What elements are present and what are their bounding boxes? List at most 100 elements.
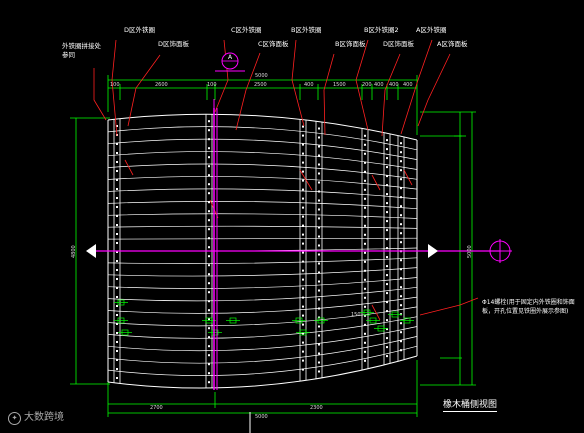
hoop-stud <box>116 251 118 253</box>
hoop-stud <box>400 223 402 226</box>
hoop-stud <box>302 278 304 281</box>
hoop-stud <box>386 220 388 223</box>
hoop-stud <box>116 278 118 280</box>
hoop-stud <box>400 187 402 190</box>
hoop-stud <box>400 322 402 325</box>
stave-line <box>107 257 418 264</box>
hoop-stud <box>116 215 118 217</box>
hoop-stud <box>386 274 388 277</box>
hoop-stud <box>302 197 304 200</box>
label-outer-ring-connector: 外铁圈拼接处 参同 <box>62 42 101 59</box>
iron-hoop-bands <box>113 114 405 388</box>
hoop-stud <box>364 269 366 272</box>
hoop-stud <box>386 202 388 205</box>
watermark: ✦大数跨境 <box>8 412 64 425</box>
hoop-stud <box>208 246 210 249</box>
hoop-stud <box>116 359 118 361</box>
hoop-stud <box>364 134 366 137</box>
stave-line <box>107 237 418 240</box>
hoop-stud <box>400 169 402 172</box>
watermark-text: 大数跨境 <box>24 412 64 423</box>
hoop-stud <box>364 206 366 209</box>
hoop-stud <box>302 188 304 191</box>
hoop-stud <box>364 341 366 344</box>
hoop-stud <box>386 319 388 322</box>
hoop-stud <box>302 224 304 227</box>
hoop-stud <box>116 287 118 289</box>
hoop-stud <box>208 318 210 321</box>
hoop-stud <box>364 224 366 227</box>
hoop-stud <box>208 192 210 195</box>
hoop-stud <box>400 259 402 262</box>
hoop-stud <box>364 188 366 191</box>
bottom-dimension-lines <box>107 360 418 417</box>
hoop-stud <box>318 226 320 229</box>
hoop-stud <box>318 163 320 166</box>
hoop-stud <box>400 349 402 352</box>
hoop-stud <box>116 179 118 181</box>
hoop-stud <box>116 314 118 316</box>
hoop-stud <box>208 219 210 222</box>
section-marker: A <box>215 52 245 72</box>
hoop-stud <box>318 217 320 220</box>
hoop-stud <box>318 307 320 310</box>
hoop-stud <box>116 341 118 343</box>
dim-bottom-left: 2700 <box>150 405 163 411</box>
hoop-stud <box>116 368 118 370</box>
hoop-stud <box>386 238 388 241</box>
hoop-stud <box>318 343 320 346</box>
hoop-stud <box>386 247 388 250</box>
watermark-logo-icon: ✦ <box>8 412 21 425</box>
hoop-stud <box>400 268 402 271</box>
hoop-stud <box>364 314 366 317</box>
hoop-stud <box>208 210 210 213</box>
hoop-stud <box>386 283 388 286</box>
hoop-stud <box>116 143 118 145</box>
hoop-stud <box>318 316 320 319</box>
axis-target-circle <box>488 239 512 263</box>
hoop-stud <box>318 244 320 247</box>
drawing-title: 橡木桶侧视图 <box>443 400 498 412</box>
hoop-stud <box>302 125 304 128</box>
hoop-stud <box>400 295 402 298</box>
hoop-stud <box>364 170 366 173</box>
hoop-stud <box>318 262 320 265</box>
hoop-stud <box>208 381 210 384</box>
hoop-stud <box>208 201 210 204</box>
dim-top-seg-5: 400 <box>304 82 314 88</box>
stave-line <box>107 188 418 200</box>
hoop-stud <box>364 323 366 326</box>
stave-line <box>107 286 418 302</box>
hoop-stud <box>318 370 320 373</box>
hoop-stud <box>116 224 118 226</box>
left-dimension-lines <box>70 117 110 385</box>
hoop-stud <box>302 143 304 146</box>
hoop-stud <box>116 296 118 298</box>
hoop-stud <box>302 368 304 371</box>
stave-line <box>107 225 418 229</box>
hoop-stud <box>302 161 304 164</box>
hoop-stud <box>400 286 402 289</box>
dim-bottom-total: 5000 <box>255 414 268 420</box>
hoop-stud <box>302 242 304 245</box>
hoop-stud <box>364 251 366 254</box>
stave-line <box>107 213 418 219</box>
hoop-stud <box>318 190 320 193</box>
hoop-stud <box>400 151 402 154</box>
hoop-stud <box>364 179 366 182</box>
hoop-stud <box>386 166 388 169</box>
hoop-stud <box>318 334 320 337</box>
stave-line <box>107 336 418 364</box>
hoop-stud <box>302 350 304 353</box>
hoop-stud <box>386 148 388 151</box>
right-dimension-lines <box>420 111 476 386</box>
dim-top-seg-6: 1500 <box>333 82 346 88</box>
hoop-stud <box>302 233 304 236</box>
hoop-stud <box>386 355 388 358</box>
hoop-stud <box>386 211 388 214</box>
dim-top-seg-4: 2500 <box>254 82 267 88</box>
hoop-stud <box>318 253 320 256</box>
dim-top-seg-10: 400 <box>403 82 413 88</box>
hoop-stud <box>364 161 366 164</box>
dim-top-seg-9: 400 <box>389 82 399 88</box>
